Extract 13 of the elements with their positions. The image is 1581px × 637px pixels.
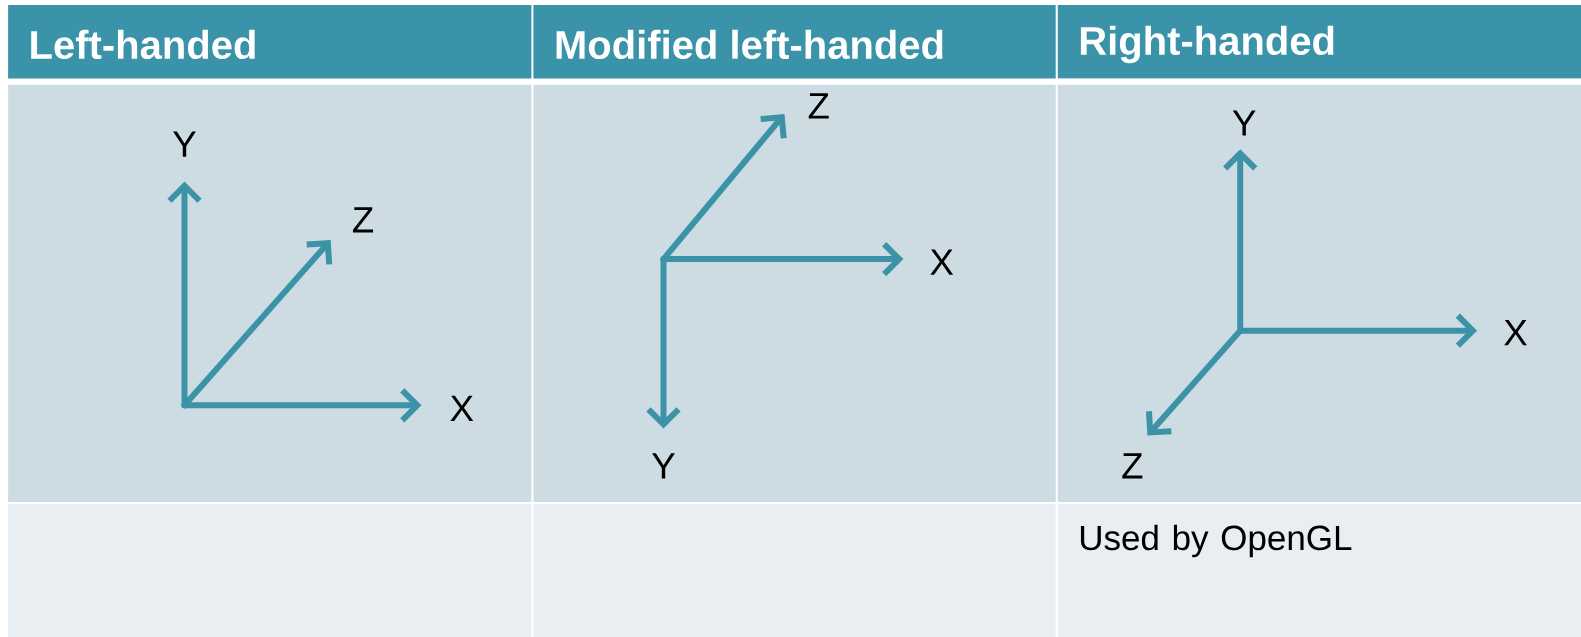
axis-label: Z: [808, 93, 829, 119]
axis-label: Y: [652, 453, 675, 479]
header-cell: Modified left-handed: [533, 5, 1056, 79]
axis-label: X: [1504, 320, 1527, 346]
axis-label: X: [930, 249, 954, 275]
table-cell: Used by OpenGL: [1057, 504, 1581, 637]
axis-label: X: [450, 395, 474, 421]
header-cell: Left-handed: [8, 5, 532, 79]
axis-label: Y: [1232, 110, 1256, 136]
axis-label: Y: [173, 131, 196, 157]
axis-label: Z: [353, 207, 374, 233]
header-cell: Right-handed: [1057, 5, 1581, 79]
axis-label: Z: [1122, 453, 1143, 479]
